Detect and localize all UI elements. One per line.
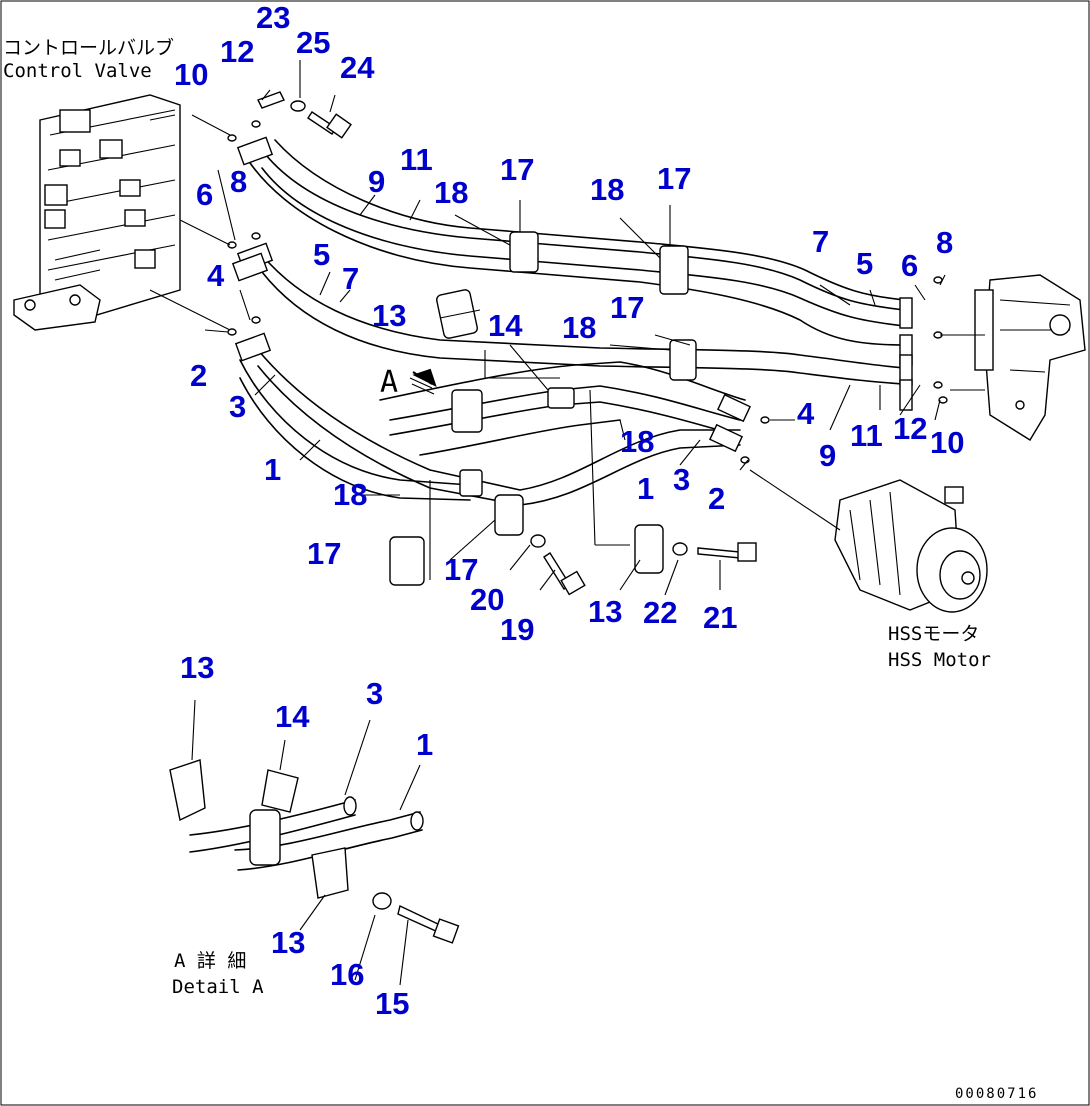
hss-motor-jp-caption: HSSモータ <box>888 623 979 645</box>
part-callout-22: 22 <box>643 595 677 630</box>
part-callout-6: 6 <box>196 177 213 212</box>
view-arrow-a <box>409 368 437 395</box>
part-callout-10: 10 <box>930 425 964 460</box>
part-callout-18: 18 <box>590 172 624 207</box>
part-callout-17: 17 <box>307 536 341 571</box>
part-callout-25: 25 <box>296 25 330 60</box>
drawing-code: 00080716 <box>955 1086 1038 1102</box>
part-callout-1: 1 <box>637 471 654 506</box>
clamps <box>389 231 697 586</box>
part-callout-7: 7 <box>342 261 359 296</box>
part-callout-11: 11 <box>850 418 883 453</box>
part-callout-13: 13 <box>271 925 305 960</box>
part-callout-16: 16 <box>330 957 364 992</box>
control-valve-en-caption: Control Valve <box>3 60 152 82</box>
part-callout-3: 3 <box>229 389 246 424</box>
part-callout-3: 3 <box>366 676 383 711</box>
part-callout-15: 15 <box>375 986 409 1021</box>
part-callout-17: 17 <box>500 152 534 187</box>
part-callout-5: 5 <box>313 237 330 272</box>
part-callout-12: 12 <box>220 34 254 69</box>
part-callout-18: 18 <box>434 175 468 210</box>
part-callout-12: 12 <box>893 411 927 446</box>
hss-motor-en-caption: HSS Motor <box>888 649 991 671</box>
part-callout-20: 20 <box>470 582 504 617</box>
part-callout-21: 21 <box>703 600 737 635</box>
detail-a-en-caption: Detail A <box>172 976 264 998</box>
part-callout-8: 8 <box>936 225 953 260</box>
detail-a-jp-caption: A 詳 細 <box>174 950 246 972</box>
part-callout-2: 2 <box>190 358 207 393</box>
part-callout-2: 2 <box>708 481 725 516</box>
part-callout-17: 17 <box>657 161 691 196</box>
valve-end-fittings <box>231 136 274 362</box>
view-arrow-label: A <box>380 365 398 400</box>
control-valve <box>13 94 181 331</box>
part-callout-18: 18 <box>620 424 654 459</box>
part-callout-6: 6 <box>901 248 918 283</box>
part-callout-14: 14 <box>488 308 523 343</box>
hss-motor <box>834 479 988 613</box>
part-callout-9: 9 <box>368 164 385 199</box>
detail-a-drawing <box>169 699 460 986</box>
part-callout-17: 17 <box>610 290 644 325</box>
part-callout-13: 13 <box>588 594 622 629</box>
part-callout-13: 13 <box>372 298 406 333</box>
part-callout-9: 9 <box>819 438 836 473</box>
part-callout-14: 14 <box>275 699 310 734</box>
right-bracket <box>974 274 1086 441</box>
part-callout-7: 7 <box>812 224 829 259</box>
part-callout-13: 13 <box>180 650 214 685</box>
part-callout-1: 1 <box>264 452 281 487</box>
bolts-washers <box>257 91 757 596</box>
part-callout-24: 24 <box>340 50 375 85</box>
part-callout-3: 3 <box>673 462 690 497</box>
part-callout-19: 19 <box>500 612 534 647</box>
part-callout-1: 1 <box>416 727 433 762</box>
part-callout-17: 17 <box>444 552 478 587</box>
control-valve-jp-caption: コントロールバルブ <box>3 36 174 59</box>
part-callout-11: 11 <box>400 142 433 177</box>
part-callout-8: 8 <box>230 164 247 199</box>
part-callout-5: 5 <box>856 246 873 281</box>
part-callout-23: 23 <box>256 0 290 35</box>
right-end-fittings <box>709 297 913 453</box>
part-callout-10: 10 <box>174 57 208 92</box>
part-callout-18: 18 <box>562 310 596 345</box>
leader-lines <box>149 60 985 596</box>
part-callout-4: 4 <box>207 258 225 293</box>
part-callout-18: 18 <box>333 477 367 512</box>
part-callout-4: 4 <box>797 396 815 431</box>
o-rings <box>227 120 948 464</box>
